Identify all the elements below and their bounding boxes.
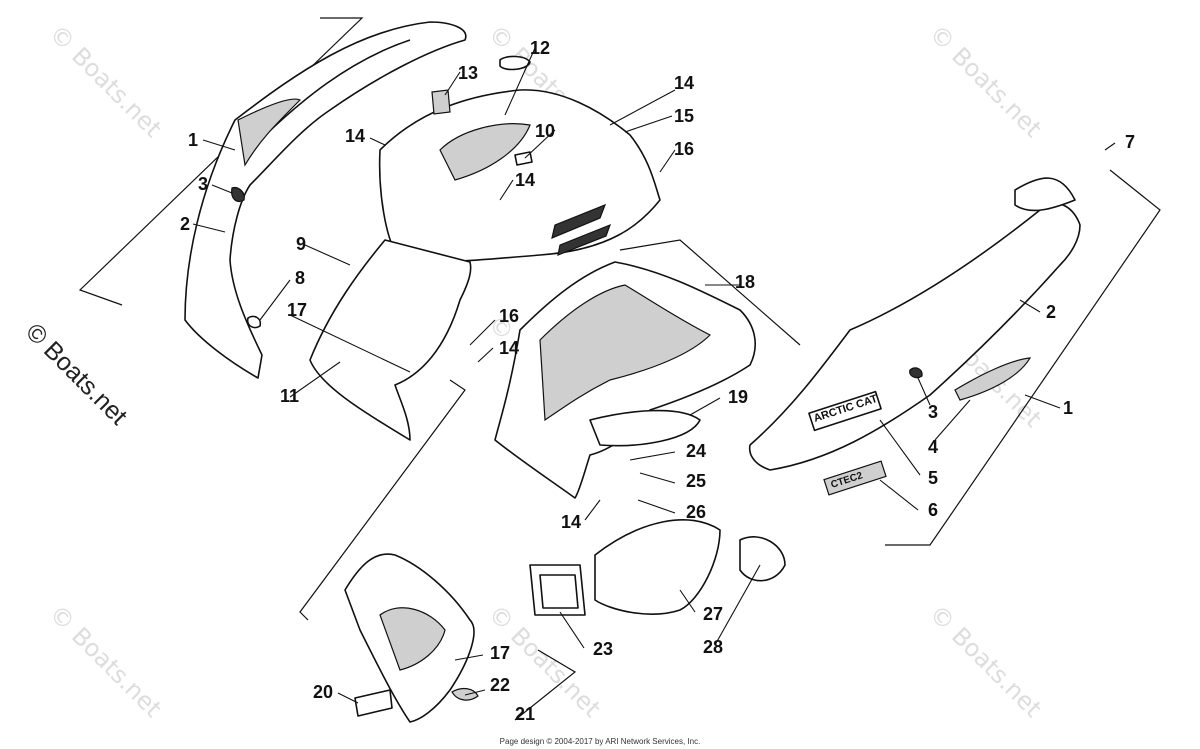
right-side-panel-frame — [885, 169, 1161, 546]
callout-label: 16 — [674, 139, 694, 159]
right-side-panel: ARCTIC CAT CTEC2 — [748, 177, 1081, 496]
callout-label: 3 — [928, 402, 938, 422]
callout-labels: 1 1 2 2 3 3 4 5 6 7 8 9 10 11 12 13 14 1… — [180, 38, 1135, 724]
callout-label: 15 — [674, 106, 694, 126]
callout-label: 19 — [728, 387, 748, 407]
watermark-top-right: © Boats.net — [924, 19, 1047, 142]
lower-assembly-frame-bottom — [514, 649, 577, 721]
left-side-panel — [184, 21, 467, 379]
callout-label: 3 — [198, 174, 208, 194]
callout-label: 10 — [535, 121, 555, 141]
callout-label: 22 — [490, 675, 510, 695]
callout-label: 5 — [928, 468, 938, 488]
callout-label: 4 — [928, 437, 938, 457]
callout-label: 13 — [458, 63, 478, 83]
callout-label: 2 — [1046, 302, 1056, 322]
callout-label: 11 — [280, 386, 299, 406]
callout-label: 7 — [1125, 132, 1135, 152]
callout-label: 26 — [686, 502, 706, 522]
page-footer: Page design © 2004-2017 by ARI Network S… — [499, 737, 701, 746]
lower-assembly-frame — [299, 379, 466, 621]
callout-label: 2 — [180, 214, 190, 234]
callout-label: 18 — [735, 272, 755, 292]
callout-label: 8 — [295, 268, 305, 288]
callout-label: 1 — [188, 130, 198, 150]
watermark-bottom-left: © Boats.net — [44, 599, 167, 722]
air-box-frame — [619, 239, 801, 346]
callout-label: 28 — [703, 637, 723, 657]
callout-label: 6 — [928, 500, 938, 520]
air-box — [494, 261, 756, 499]
callout-label: 25 — [686, 471, 706, 491]
callout-label: 9 — [296, 234, 306, 254]
center-hood — [309, 55, 661, 441]
callout-label: 27 — [703, 604, 723, 624]
callout-label: 14 — [674, 73, 694, 93]
callout-label: 17 — [490, 643, 510, 663]
lower-nose — [344, 553, 479, 723]
callout-label: 14 — [499, 338, 519, 358]
callout-label: 14 — [561, 512, 581, 532]
callout-label: 14 — [345, 126, 365, 146]
lower-air-intake — [529, 519, 786, 616]
callout-label: 17 — [287, 300, 307, 320]
callout-label: 16 — [499, 306, 519, 326]
callout-label: 23 — [593, 639, 613, 659]
callout-label: 21 — [515, 704, 535, 724]
callout-label: 24 — [686, 441, 706, 461]
callout-label: 1 — [1063, 398, 1073, 418]
watermark-top-left: © Boats.net — [44, 19, 167, 142]
callout-label: 20 — [313, 682, 333, 702]
ctec-badge: CTEC2 — [823, 460, 887, 496]
watermark-bottom-right: © Boats.net — [924, 599, 1047, 722]
callout-label: 12 — [530, 38, 550, 58]
callout-label: 14 — [515, 170, 535, 190]
leader-lines — [192, 47, 1116, 704]
